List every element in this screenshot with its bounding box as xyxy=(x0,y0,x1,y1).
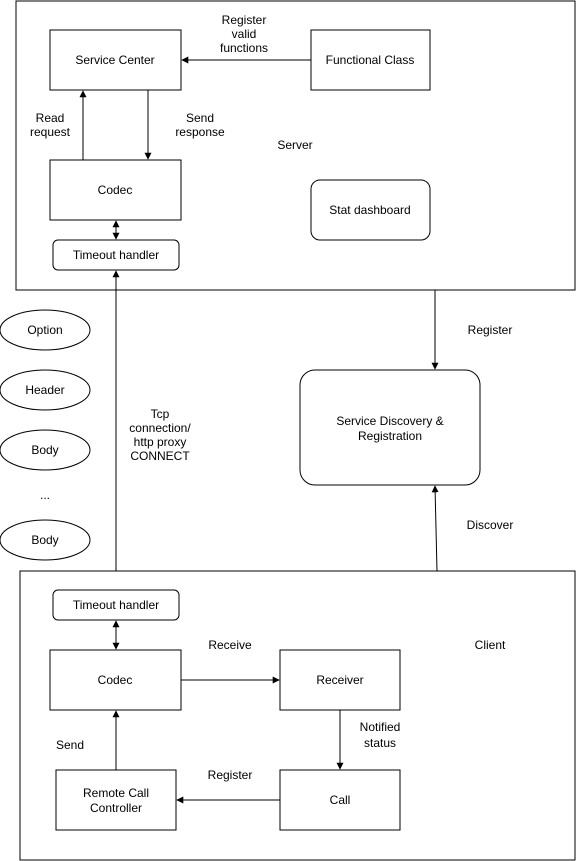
remote-call-controller-label-2: Controller xyxy=(90,801,142,815)
register-valid-functions-label-1: Register xyxy=(222,13,267,27)
tcp-connection-label-4: CONNECT xyxy=(130,449,190,463)
register-valid-functions-label-2: valid xyxy=(232,27,257,41)
client-timeout-handler-label: Timeout handler xyxy=(73,598,159,612)
functional-class-label: Functional Class xyxy=(326,53,415,67)
stat-dashboard-label: Stat dashboard xyxy=(329,203,410,217)
body-label-2: Body xyxy=(31,533,58,547)
call-box xyxy=(279,769,401,831)
service-center-label: Service Center xyxy=(75,53,154,67)
send-response-label-1: Send xyxy=(186,111,214,125)
header-label: Header xyxy=(25,383,64,397)
service-discovery-label-2: Registration xyxy=(358,429,422,443)
call-label: Call xyxy=(330,793,351,807)
service-discovery-label-1: Service Discovery & xyxy=(336,414,443,428)
option-label: Option xyxy=(27,323,62,337)
service-discovery-box xyxy=(299,369,481,486)
receive-label: Receive xyxy=(208,638,252,652)
remote-call-controller-label-1: Remote Call xyxy=(83,786,149,800)
client-discover-label: Discover xyxy=(467,518,514,532)
client-timeout-handler-box xyxy=(52,589,180,621)
header-ellipse xyxy=(0,369,91,411)
read-request-label-2: request xyxy=(30,125,71,139)
remote-call-controller-box xyxy=(55,769,177,831)
server-register-label: Register xyxy=(468,323,513,337)
read-request-label-1: Read xyxy=(36,111,65,125)
client-register-label: Register xyxy=(208,768,253,782)
server-codec-label: Codec xyxy=(98,183,133,197)
server-codec-box xyxy=(49,159,182,221)
client-label: Client xyxy=(475,638,506,652)
server-label: Server xyxy=(277,138,312,152)
receiver-label: Receiver xyxy=(316,673,363,687)
tcp-connection-label-2: connection/ xyxy=(129,421,191,435)
receiver-box xyxy=(279,649,401,711)
client-discover-arrow xyxy=(431,485,439,572)
tcp-connection-label-3: http proxy xyxy=(134,435,187,449)
server-timeout-handler-label: Timeout handler xyxy=(73,248,159,262)
client-codec-box xyxy=(49,649,182,711)
body-ellipse-2 xyxy=(0,519,91,561)
tcp-connection-label-1: Tcp xyxy=(151,407,170,421)
option-ellipse xyxy=(0,309,91,351)
stat-dashboard-box xyxy=(310,179,431,241)
functional-class-box xyxy=(310,29,431,91)
server-timeout-handler-box xyxy=(52,239,180,271)
client-codec-label: Codec xyxy=(98,673,133,687)
register-valid-functions-label-3: functions xyxy=(220,41,268,55)
notified-status-label-2: status xyxy=(364,736,396,750)
body-label-1: Body xyxy=(31,443,58,457)
send-label: Send xyxy=(56,738,84,752)
notified-status-label-1: Notified xyxy=(360,720,401,734)
ellipsis-label: ... xyxy=(40,488,50,502)
body-ellipse-1 xyxy=(0,429,91,471)
send-response-label-2: response xyxy=(175,125,225,139)
service-center-box xyxy=(49,29,182,91)
